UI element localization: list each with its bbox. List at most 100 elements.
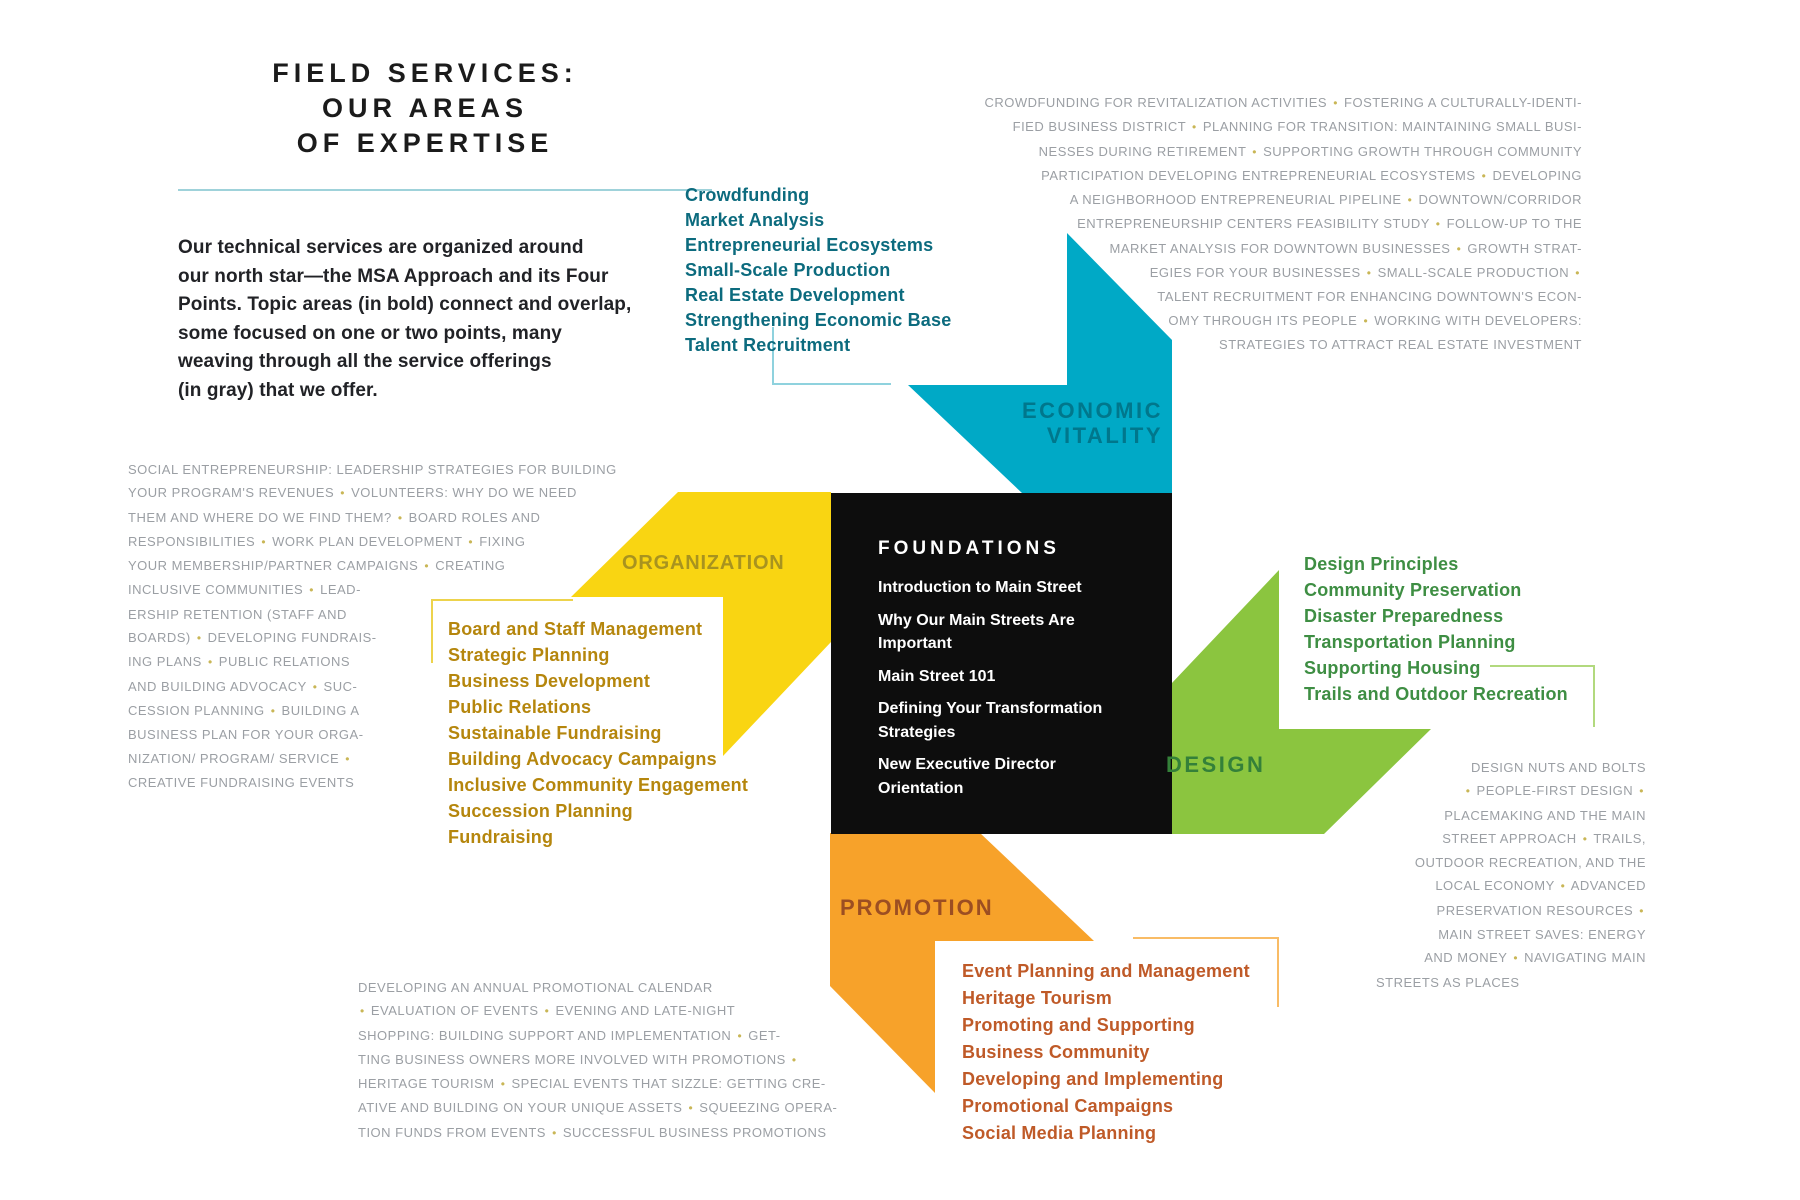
bullet-separator: •: [1252, 144, 1257, 159]
bullet-separator: •: [1639, 903, 1644, 918]
text-line: PRESERVATION RESOURCES •: [1436, 902, 1644, 918]
text-line: Business Community: [962, 1042, 1150, 1062]
text-line: Board and Staff Management: [448, 619, 703, 639]
text-line: Community Preservation: [1304, 580, 1522, 600]
text-line: Our technical services are organized aro…: [178, 237, 584, 258]
promotion-bracket: [1133, 937, 1279, 1007]
intro-paragraph: Our technical services are organized aro…: [178, 234, 738, 406]
bullet-separator: •: [1513, 951, 1519, 966]
text-line: EGIES FOR YOUR BUSINESSES • SMALL-SCALE …: [1149, 265, 1580, 281]
bullet-separator: •: [1456, 241, 1462, 256]
text-line: Heritage Tourism: [962, 988, 1112, 1008]
text-line: some focused on one or two points, many: [178, 322, 562, 344]
bullet-separator: •: [1366, 266, 1372, 281]
text-line: Social Media Planning: [962, 1123, 1157, 1143]
bullet-separator: •: [468, 534, 474, 549]
text-line: Introduction to Main Street: [878, 579, 1082, 596]
text-line: CROWDFUNDING FOR REVITALIZATION ACTIVITI…: [984, 95, 1582, 110]
bullet-separator: •: [688, 1101, 694, 1116]
text-line: Fundraising: [448, 827, 554, 847]
text-line: OUR AREAS: [321, 93, 528, 123]
text-line: Supporting Housing: [1304, 658, 1481, 678]
text-line: OF EXPERTISE: [296, 128, 554, 158]
organization-gray-services: SOCIAL ENTREPRENEURSHIP: LEADERSHIP STRA…: [128, 458, 748, 794]
economic-vitality-gray-services: CROWDFUNDING FOR REVITALIZATION ACTIVITI…: [882, 91, 1582, 356]
text-line: Points. Topic areas (in bold) connect an…: [178, 294, 632, 316]
bullet-separator: •: [1435, 217, 1441, 232]
bullet-separator: •: [737, 1028, 743, 1043]
text-line: Trails and Outdoor Recreation: [1304, 684, 1568, 704]
bullet-separator: •: [196, 631, 202, 646]
text-line: our north star—the MSA Approach and its …: [178, 265, 609, 287]
text-line: AND BUILDING ADVOCACY • SUC-: [128, 678, 358, 694]
text-line: MAIN STREET SAVES: ENERGY: [1438, 927, 1646, 943]
bullet-separator: •: [345, 751, 350, 766]
text-line: Sustainable Fundraising: [448, 723, 662, 743]
text-line: THEM AND WHERE DO WE FIND THEM? • BOARD …: [128, 509, 541, 525]
text-line: Public Relations: [448, 697, 592, 717]
text-line: ECONOMIC: [1022, 398, 1163, 423]
text-line: TION FUNDS FROM EVENTS • SUCCESSFUL BUSI…: [358, 1124, 827, 1140]
text-line: Design Principles: [1304, 554, 1459, 574]
bullet-separator: •: [1333, 96, 1338, 110]
text-line: Talent Recruitment: [685, 335, 851, 355]
organization-label: ORGANIZATION: [622, 552, 785, 574]
design-bracket: [1490, 665, 1595, 727]
bullet-separator: •: [1582, 831, 1588, 846]
design-label: DESIGN: [1166, 752, 1266, 777]
bullet-separator: •: [309, 583, 314, 598]
bullet-separator: •: [360, 1004, 365, 1019]
text-line: Promotional Campaigns: [962, 1096, 1174, 1116]
text-line: Real Estate Development: [685, 285, 905, 305]
bullet-separator: •: [261, 534, 267, 549]
text-line: CREATIVE FUNDRAISING EVENTS: [128, 774, 355, 790]
text-line: Business Development: [448, 671, 651, 691]
text-line: VITALITY: [1046, 423, 1163, 448]
promotion-arm-shape: [830, 833, 1094, 1093]
text-line: DEVELOPING AN ANNUAL PROMOTIONAL CALENDA…: [358, 980, 713, 995]
text-line: BOARDS) • DEVELOPING FUNDRAIS-: [128, 630, 377, 646]
text-line: Strategic Planning: [448, 645, 610, 665]
text-line: Main Street 101: [878, 667, 996, 685]
text-line: • PEOPLE-FIRST DESIGN •: [1465, 783, 1644, 799]
text-line: NIZATION/ PROGRAM/ SERVICE •: [128, 750, 350, 766]
bullet-separator: •: [1639, 784, 1644, 799]
bullet-separator: •: [500, 1077, 506, 1092]
text-line: ENTREPRENEURSHIP CENTERS FEASIBILITY STU…: [1077, 216, 1582, 232]
bullet-separator: •: [1465, 784, 1471, 799]
text-line: ATIVE AND BUILDING ON YOUR UNIQUE ASSETS…: [358, 1100, 838, 1116]
text-line: New Executive Director Orientation: [878, 756, 1056, 797]
bullet-separator: •: [552, 1125, 557, 1140]
text-line: (in gray) that we offer.: [178, 379, 378, 401]
text-line: weaving through all the service offering…: [178, 351, 552, 373]
text-line: Market Analysis: [685, 210, 825, 230]
economic-vitality-arm-shape: [908, 233, 1172, 493]
bullet-separator: •: [312, 679, 318, 694]
bullet-separator: •: [424, 559, 430, 574]
text-line: STRATEGIES TO ATTRACT REAL ESTATE INVEST…: [1219, 336, 1582, 352]
text-line: • EVALUATION OF EVENTS • EVENING AND LAT…: [360, 1003, 736, 1019]
text-line: NESSES DURING RETIREMENT • SUPPORTING GR…: [1038, 143, 1582, 159]
text-line: ING PLANS • PUBLIC RELATIONS: [128, 654, 351, 670]
bullet-separator: •: [340, 486, 345, 501]
text-line: TING BUSINESS OWNERS MORE INVOLVED WITH …: [358, 1051, 797, 1067]
text-line: Entrepreneurial Ecosystems: [685, 235, 934, 255]
text-line: YOUR MEMBERSHIP/PARTNER CAMPAIGNS • CREA…: [128, 558, 506, 574]
text-line: Event Planning and Management: [962, 961, 1250, 981]
foundations-heading: FOUNDATIONS: [878, 538, 1060, 559]
bullet-separator: •: [791, 1052, 797, 1067]
bullet-separator: •: [1481, 168, 1487, 183]
text-line: STREETS AS PLACES: [1376, 974, 1520, 990]
text-line: HERITAGE TOURISM • SPECIAL EVENTS THAT S…: [358, 1076, 826, 1092]
text-line: Small-Scale Production: [685, 260, 891, 280]
text-line: INCLUSIVE COMMUNITIES • LEAD-: [128, 582, 361, 598]
bullet-separator: •: [1560, 879, 1566, 894]
